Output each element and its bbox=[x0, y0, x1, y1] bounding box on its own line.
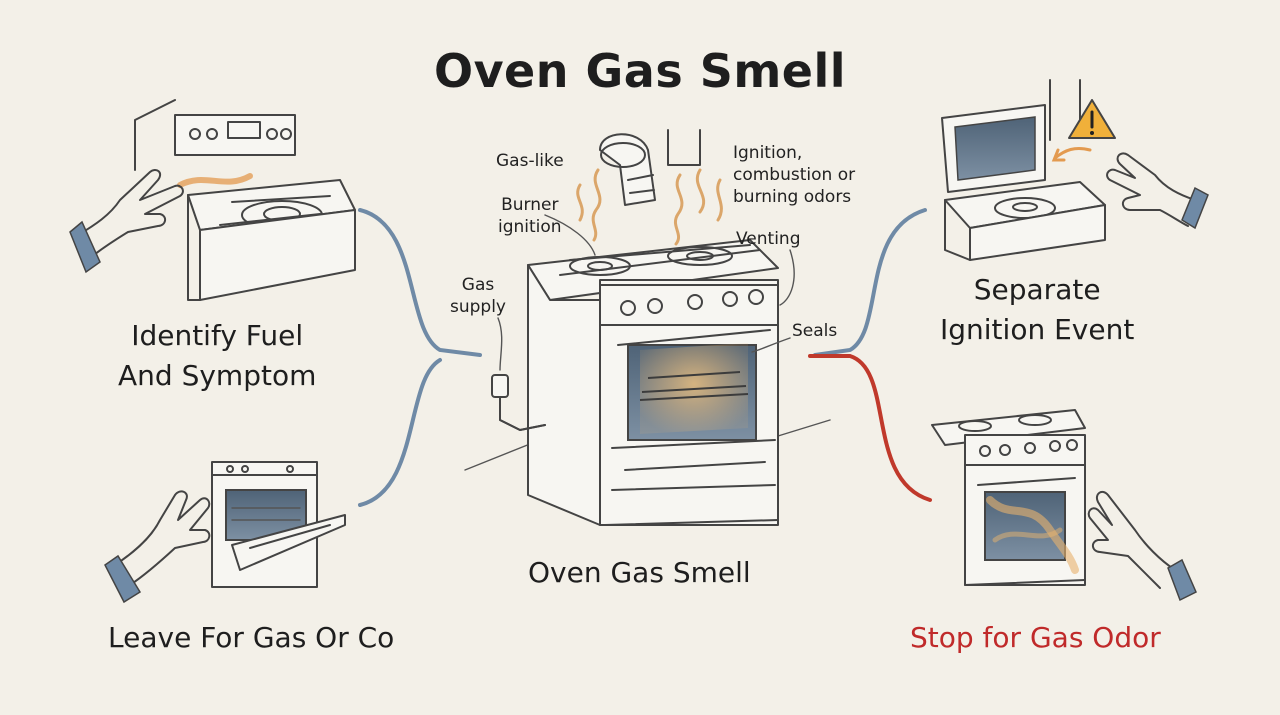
connector-identify bbox=[358, 208, 482, 357]
label-gas-like: Gas-like bbox=[496, 151, 564, 171]
connector-leave bbox=[358, 358, 442, 507]
vent-duct-icon bbox=[599, 133, 656, 206]
label-venting: Venting bbox=[736, 229, 801, 249]
odor-wave-icon bbox=[576, 168, 723, 246]
stop-oven-illustration bbox=[931, 409, 1197, 602]
hand-icon bbox=[1106, 152, 1196, 227]
label-seals: Seals bbox=[792, 321, 838, 341]
section-separate-ignition: Separate Ignition Event bbox=[940, 273, 1135, 346]
section-leave-for-gas: Leave For Gas Or Co bbox=[108, 621, 395, 654]
connector-stop bbox=[808, 354, 932, 502]
connector-separate bbox=[813, 208, 927, 357]
hand-icon bbox=[114, 490, 211, 586]
label-ignition-odors: Ignition, combustion or burning odors bbox=[733, 143, 856, 207]
separate-stove-illustration bbox=[941, 79, 1209, 261]
leave-oven-illustration bbox=[104, 461, 346, 604]
connector-lines bbox=[358, 208, 932, 507]
hand-icon bbox=[77, 169, 184, 259]
page-title: Oven Gas Smell bbox=[433, 44, 847, 98]
section-identify-fuel: Identify Fuel And Symptom bbox=[118, 319, 317, 392]
label-burner-ignition: Burner ignition bbox=[498, 195, 562, 237]
hand-icon bbox=[1087, 491, 1176, 589]
label-gas-supply: Gas supply bbox=[450, 275, 506, 317]
central-stove-illustration bbox=[464, 129, 831, 526]
center-caption: Oven Gas Smell bbox=[528, 556, 751, 589]
section-stop-for-gas-odor: Stop for Gas Odor bbox=[910, 621, 1161, 654]
warning-icon bbox=[1068, 99, 1116, 139]
identify-stove-illustration bbox=[69, 99, 356, 301]
